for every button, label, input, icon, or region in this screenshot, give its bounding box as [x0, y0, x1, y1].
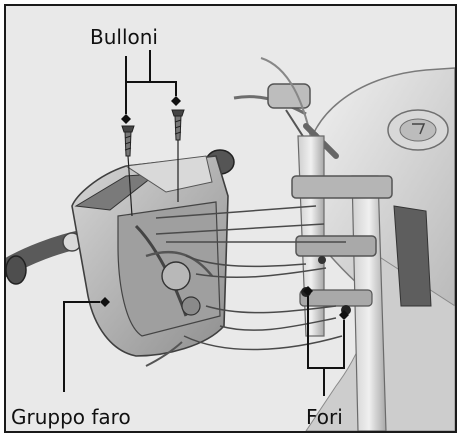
- bolt-left: [122, 126, 134, 156]
- headlight-unit-label: Gruppo faro: [11, 405, 131, 429]
- motorcycle-front-diagram: [6, 6, 455, 431]
- illustration-frame: Bulloni Gruppo faro Fori: [4, 4, 457, 433]
- bolts-label: Bulloni: [90, 25, 158, 49]
- holes-label: Fori: [306, 405, 343, 429]
- bolt-right: [172, 110, 184, 140]
